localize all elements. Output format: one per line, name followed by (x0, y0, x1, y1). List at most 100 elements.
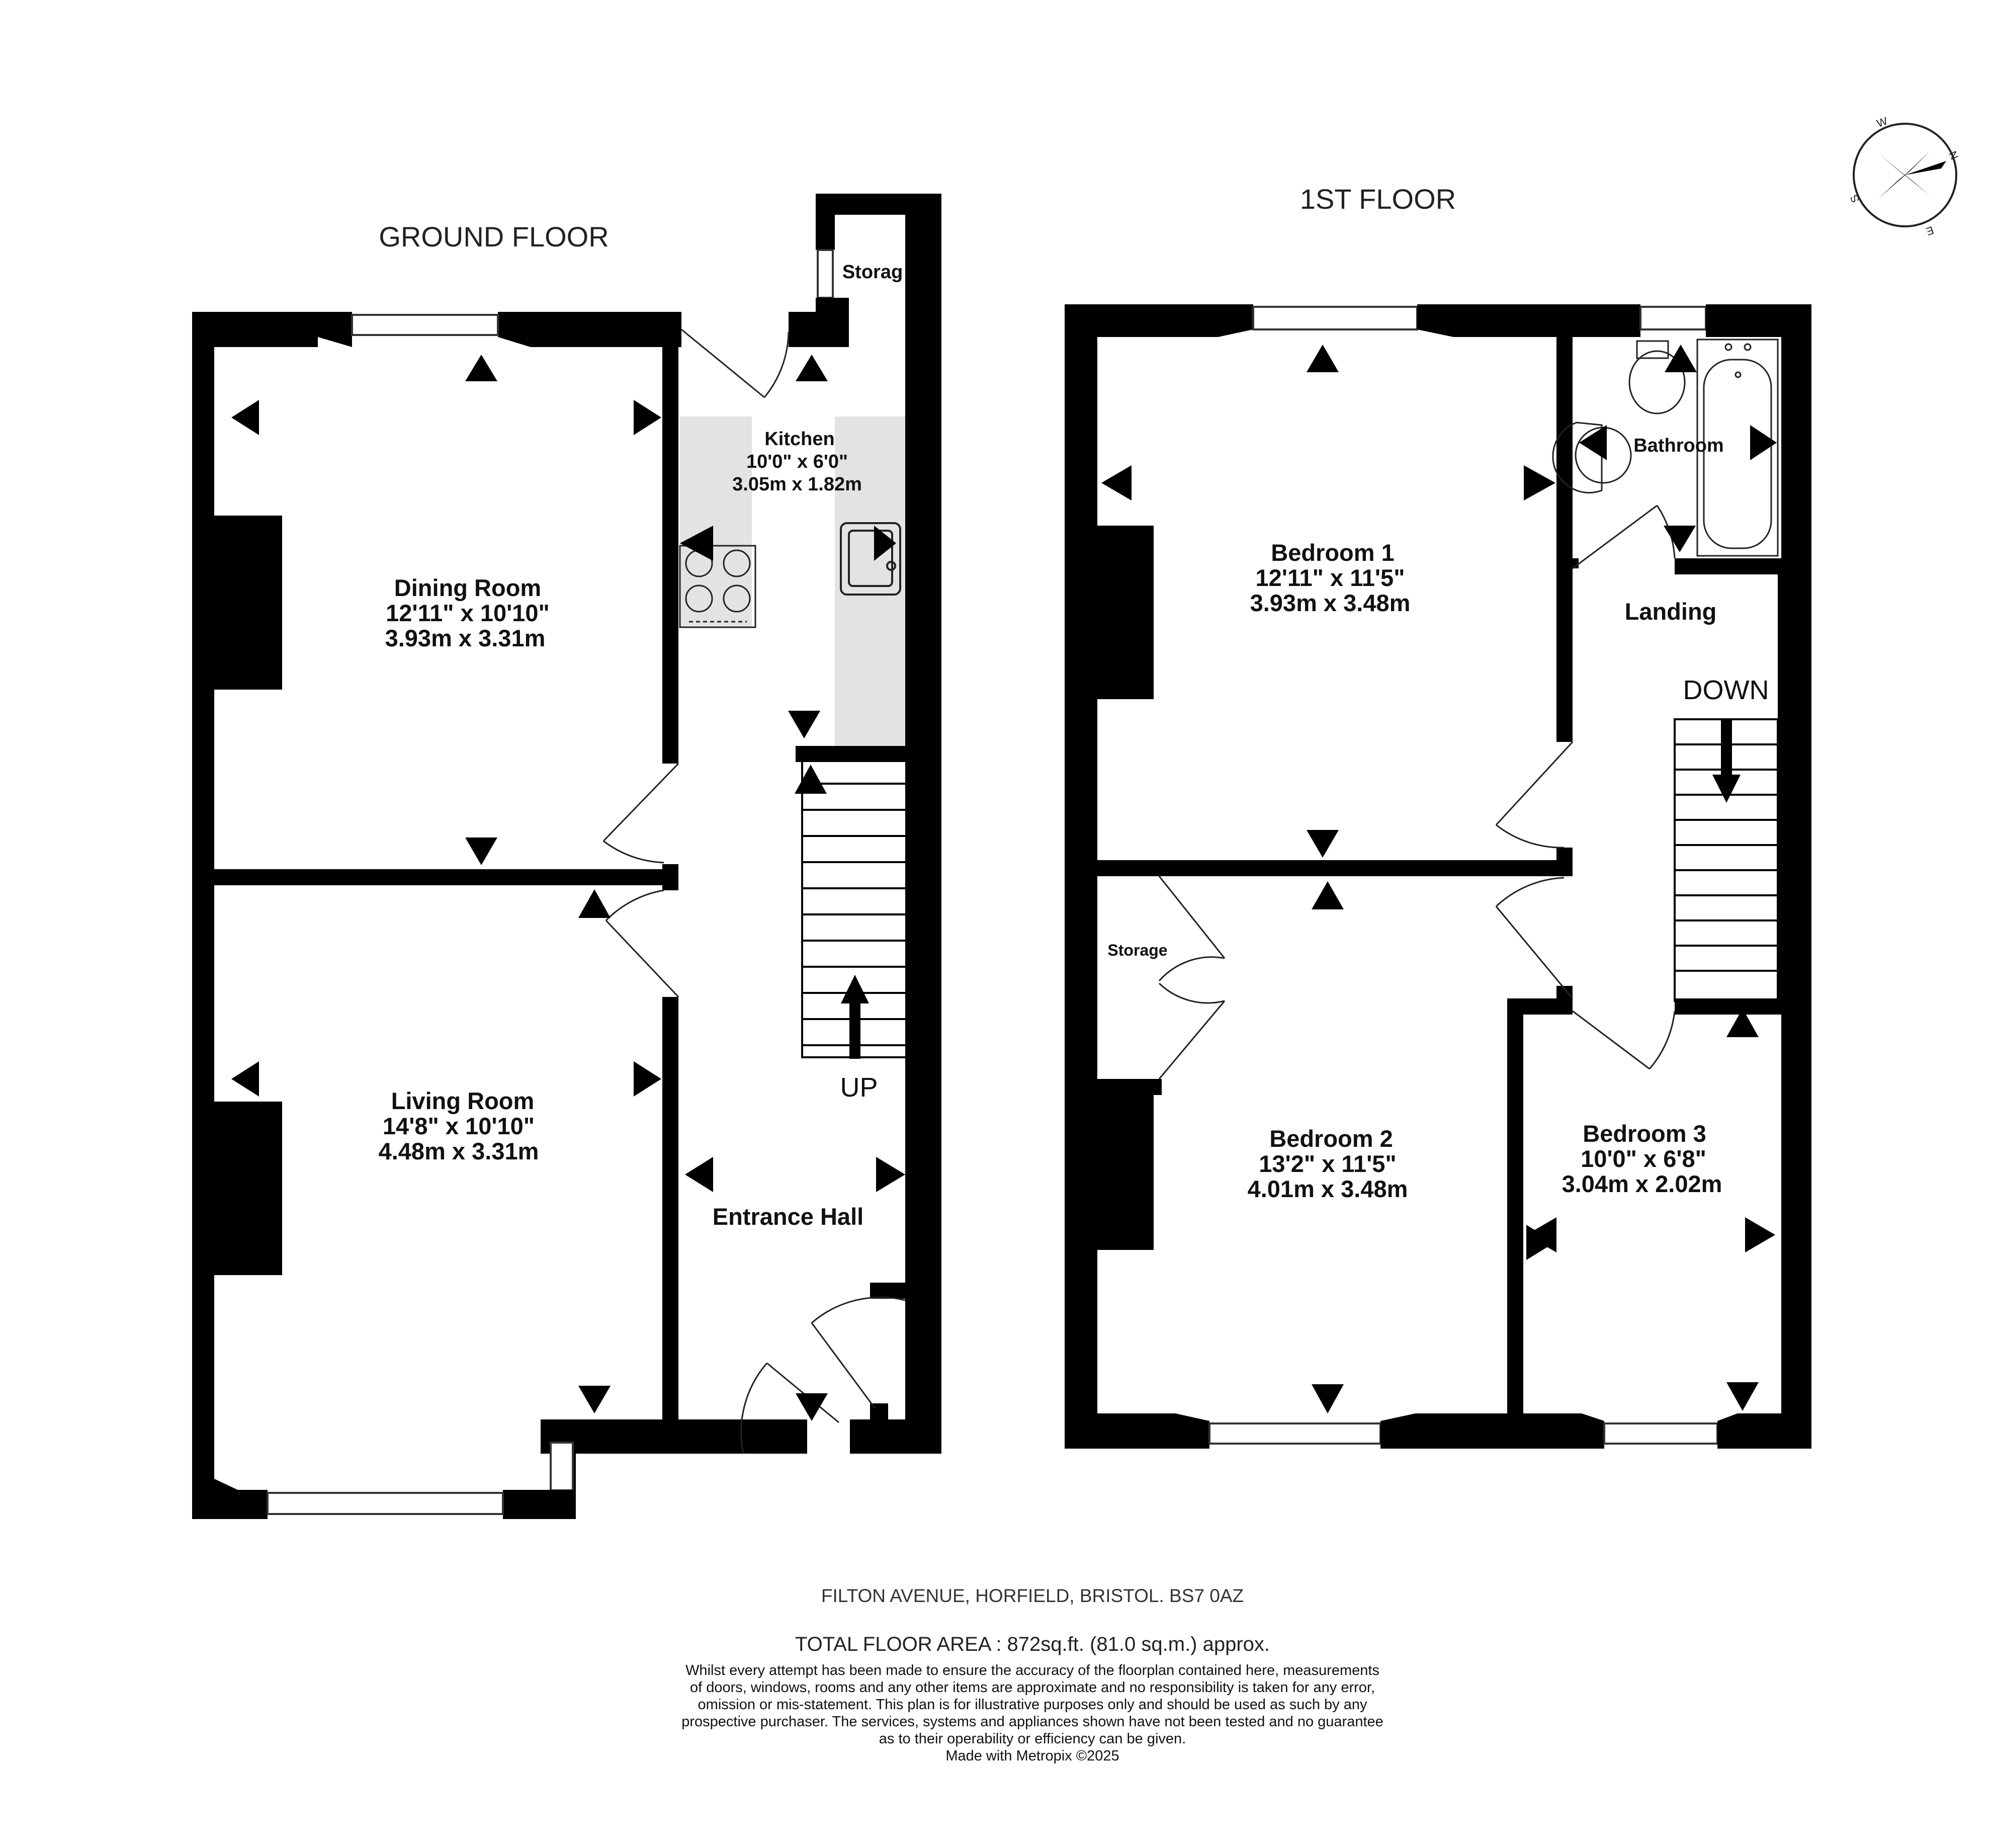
wall (816, 298, 849, 347)
wall (1453, 304, 1629, 337)
wall (192, 312, 214, 1519)
door-swing (1572, 1010, 1676, 1070)
wall (850, 1419, 941, 1454)
door-swing (1495, 741, 1574, 849)
wall (662, 1419, 742, 1454)
wall (1781, 304, 1811, 1449)
door-swing (605, 889, 679, 998)
stair-arrow-down-icon (1712, 775, 1741, 803)
stairs-up-label: UP (840, 1072, 878, 1103)
viewpoint-arrow-icon (1101, 345, 1777, 1413)
compass-north: N (1946, 149, 1961, 161)
room-dim-metric-dining: 3.93m x 3.31m (385, 625, 546, 651)
wall (318, 312, 352, 347)
stair-arrow-up-icon (849, 1003, 860, 1059)
ground-floor-plan (192, 194, 941, 1519)
wall (1629, 304, 1640, 337)
room-name-bed2: Bedroom 2 (1269, 1125, 1393, 1152)
first-floor-title: 1ST FLOOR (1300, 183, 1456, 215)
wall (796, 746, 941, 762)
disclaimer-line: as to their operability or efficiency ca… (879, 1731, 1186, 1747)
door-swing (811, 1296, 906, 1409)
room-name-storage-first: Storage (1107, 941, 1167, 959)
compass-south: S (1848, 193, 1862, 205)
chimney-breast (214, 1102, 282, 1275)
room-dim-metric-bed1: 3.93m x 3.48m (1250, 590, 1411, 616)
chimney-breast (1097, 526, 1154, 699)
wall (1507, 998, 1523, 1449)
door-swing (1572, 505, 1676, 569)
room-dim-metric-bed3: 3.04m x 2.02m (1562, 1170, 1722, 1197)
wall (531, 312, 681, 347)
room-name-bed1: Bedroom 1 (1271, 539, 1395, 566)
room-dim-imperial-dining: 12'11" x 10'10" (386, 600, 550, 626)
bathtub-icon (1696, 339, 1779, 557)
room-name-bed3: Bedroom 3 (1583, 1120, 1706, 1147)
compass-east: E (1924, 224, 1935, 238)
window (1603, 1422, 1718, 1445)
window (267, 1492, 504, 1515)
wall (1717, 1413, 1738, 1449)
stair-arrow-up-icon (841, 975, 869, 1003)
wall (1738, 1413, 1811, 1449)
wall (870, 1283, 905, 1299)
room-dim-metric-living: 4.48m x 3.31m (379, 1138, 539, 1164)
property-address: FILTON AVENUE, HORFIELD, BRISTOL. BS7 0A… (821, 1585, 1244, 1606)
wall (1065, 1413, 1175, 1449)
wall (1175, 1413, 1209, 1449)
wall (1218, 304, 1253, 337)
room-dim-metric-bed2: 4.01m x 3.48m (1248, 1175, 1408, 1202)
room-dim-imperial-kitchen: 10'0" x 6'0" (746, 451, 848, 472)
wall (214, 869, 678, 885)
room-dim-imperial-living: 14'8" x 10'10" (383, 1113, 535, 1139)
wall (1097, 860, 1573, 876)
total-floor-area: TOTAL FLOOR AREA : 872sq.ft. (81.0 sq.m.… (795, 1633, 1270, 1655)
room-name-bathroom: Bathroom (1633, 435, 1723, 456)
window (1639, 306, 1707, 330)
wall (1675, 558, 1781, 574)
door-swing (740, 1362, 839, 1454)
stair-arrow-down-icon (1721, 719, 1732, 775)
wall (1417, 304, 1453, 337)
wall (192, 312, 318, 347)
wall (662, 347, 678, 764)
room-name-hall: Entrance Hall (713, 1203, 863, 1230)
kitchen-counter-right (835, 416, 905, 746)
stairs-down-label: DOWN (1683, 675, 1769, 705)
disclaimer-line: omission or mis-statement. This plan is … (698, 1697, 1367, 1713)
wall (503, 1490, 576, 1519)
door-swing (1495, 877, 1574, 999)
sink-icon (840, 522, 901, 596)
wall (1416, 1413, 1582, 1449)
wall (1065, 304, 1218, 337)
window (1252, 306, 1418, 330)
wall (662, 997, 678, 1454)
room-name-dining: Dining Room (394, 574, 541, 601)
wall (1778, 574, 1781, 1002)
room-dim-imperial-bed2: 13'2" x 11'5" (1259, 1150, 1396, 1177)
room-name-living: Living Room (391, 1087, 535, 1114)
window (817, 249, 834, 299)
window (351, 314, 499, 336)
wall (1142, 1079, 1162, 1095)
wall (905, 194, 941, 1454)
credit: Made with Metropix ©2025 (945, 1748, 1119, 1764)
wall (214, 1479, 268, 1504)
viewpoint-arrow-icon (231, 355, 905, 1421)
wall (1065, 304, 1097, 1449)
wall (1706, 304, 1811, 337)
wall (662, 864, 678, 890)
door-swing (602, 763, 679, 864)
chimney-breast (214, 516, 282, 690)
wall (1582, 1413, 1604, 1449)
staircase (801, 756, 914, 1059)
room-dim-metric-kitchen: 3.05m x 1.82m (732, 474, 862, 495)
window (550, 1442, 574, 1491)
first-floor-plan (1065, 304, 1811, 1449)
room-name-landing: Landing (1625, 598, 1717, 625)
room-name-storage: Storag (842, 262, 903, 283)
kitchen-counter-left (680, 416, 752, 628)
wall (1380, 1413, 1416, 1449)
wall (816, 194, 835, 250)
